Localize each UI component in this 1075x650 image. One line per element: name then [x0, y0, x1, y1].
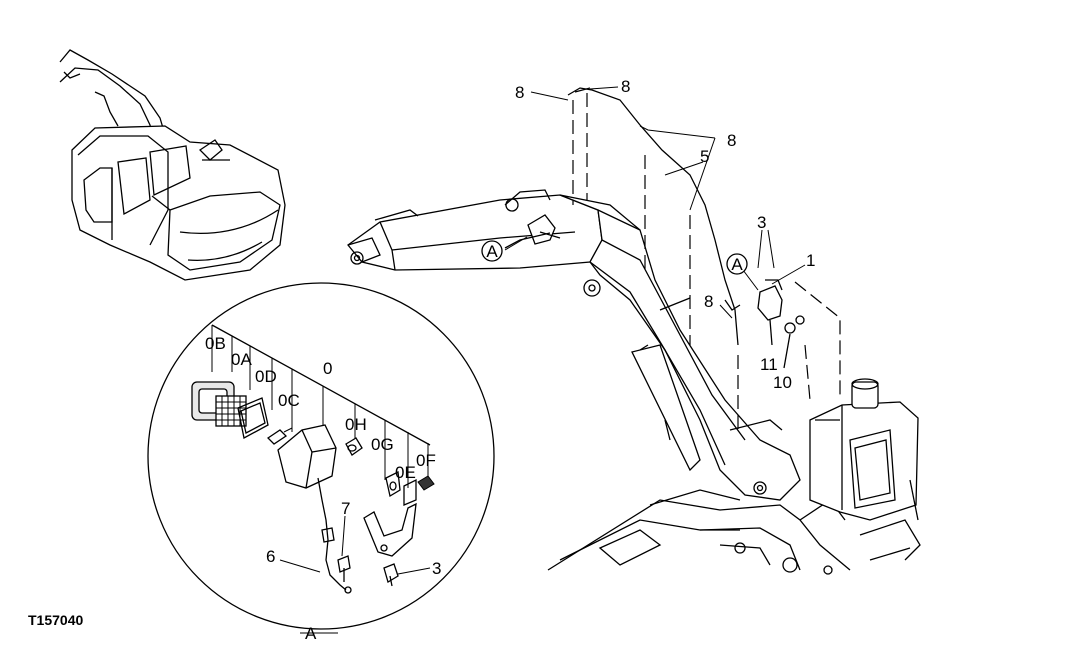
callout-6: 6 — [266, 547, 275, 566]
callout-0: 0 — [323, 359, 332, 378]
callout-0B: 0B — [205, 334, 226, 353]
callout-0H: 0H — [345, 415, 367, 434]
callout-0D: 0D — [255, 367, 277, 386]
figure-id: T157040 — [28, 612, 83, 628]
callout-8-lower: 8 — [704, 292, 713, 311]
boom-assembly — [347, 189, 801, 501]
excavator-overview — [59, 49, 286, 281]
callout-3-detail: 3 — [432, 559, 441, 578]
callout-10: 10 — [773, 373, 792, 392]
callout-0F: 0F — [416, 451, 436, 470]
circle-a-boom-label: A — [486, 242, 498, 261]
detail-label-a: A — [305, 624, 317, 643]
callout-0G: 0G — [371, 435, 394, 454]
callout-8-top: 8 — [621, 77, 630, 96]
circle-a-cab-marker: A — [726, 253, 748, 275]
callout-7: 7 — [341, 499, 350, 518]
wiring-harness — [504, 87, 841, 430]
callout-1: 1 — [806, 251, 815, 270]
circle-a-cab-label: A — [731, 255, 743, 274]
callout-labels: 8 8 8 5 8 3 1 11 10 0B 0A 0D 0C 0 0H 0G … — [205, 77, 815, 643]
callout-3-top: 3 — [757, 213, 766, 232]
callout-0C: 0C — [278, 391, 300, 410]
callout-0E: 0E — [395, 463, 416, 482]
cab-housing — [809, 378, 919, 521]
detail-view-a — [147, 282, 495, 630]
callout-11: 11 — [760, 355, 778, 374]
upper-frame — [547, 475, 921, 575]
leader-lines — [279, 86, 806, 634]
callout-8-left: 8 — [515, 83, 524, 102]
callout-5: 5 — [700, 147, 709, 166]
circle-a-boom-marker: A — [481, 240, 503, 262]
work-light-cab — [757, 279, 805, 369]
callout-8-right: 8 — [727, 131, 736, 150]
callout-0A: 0A — [231, 350, 252, 369]
